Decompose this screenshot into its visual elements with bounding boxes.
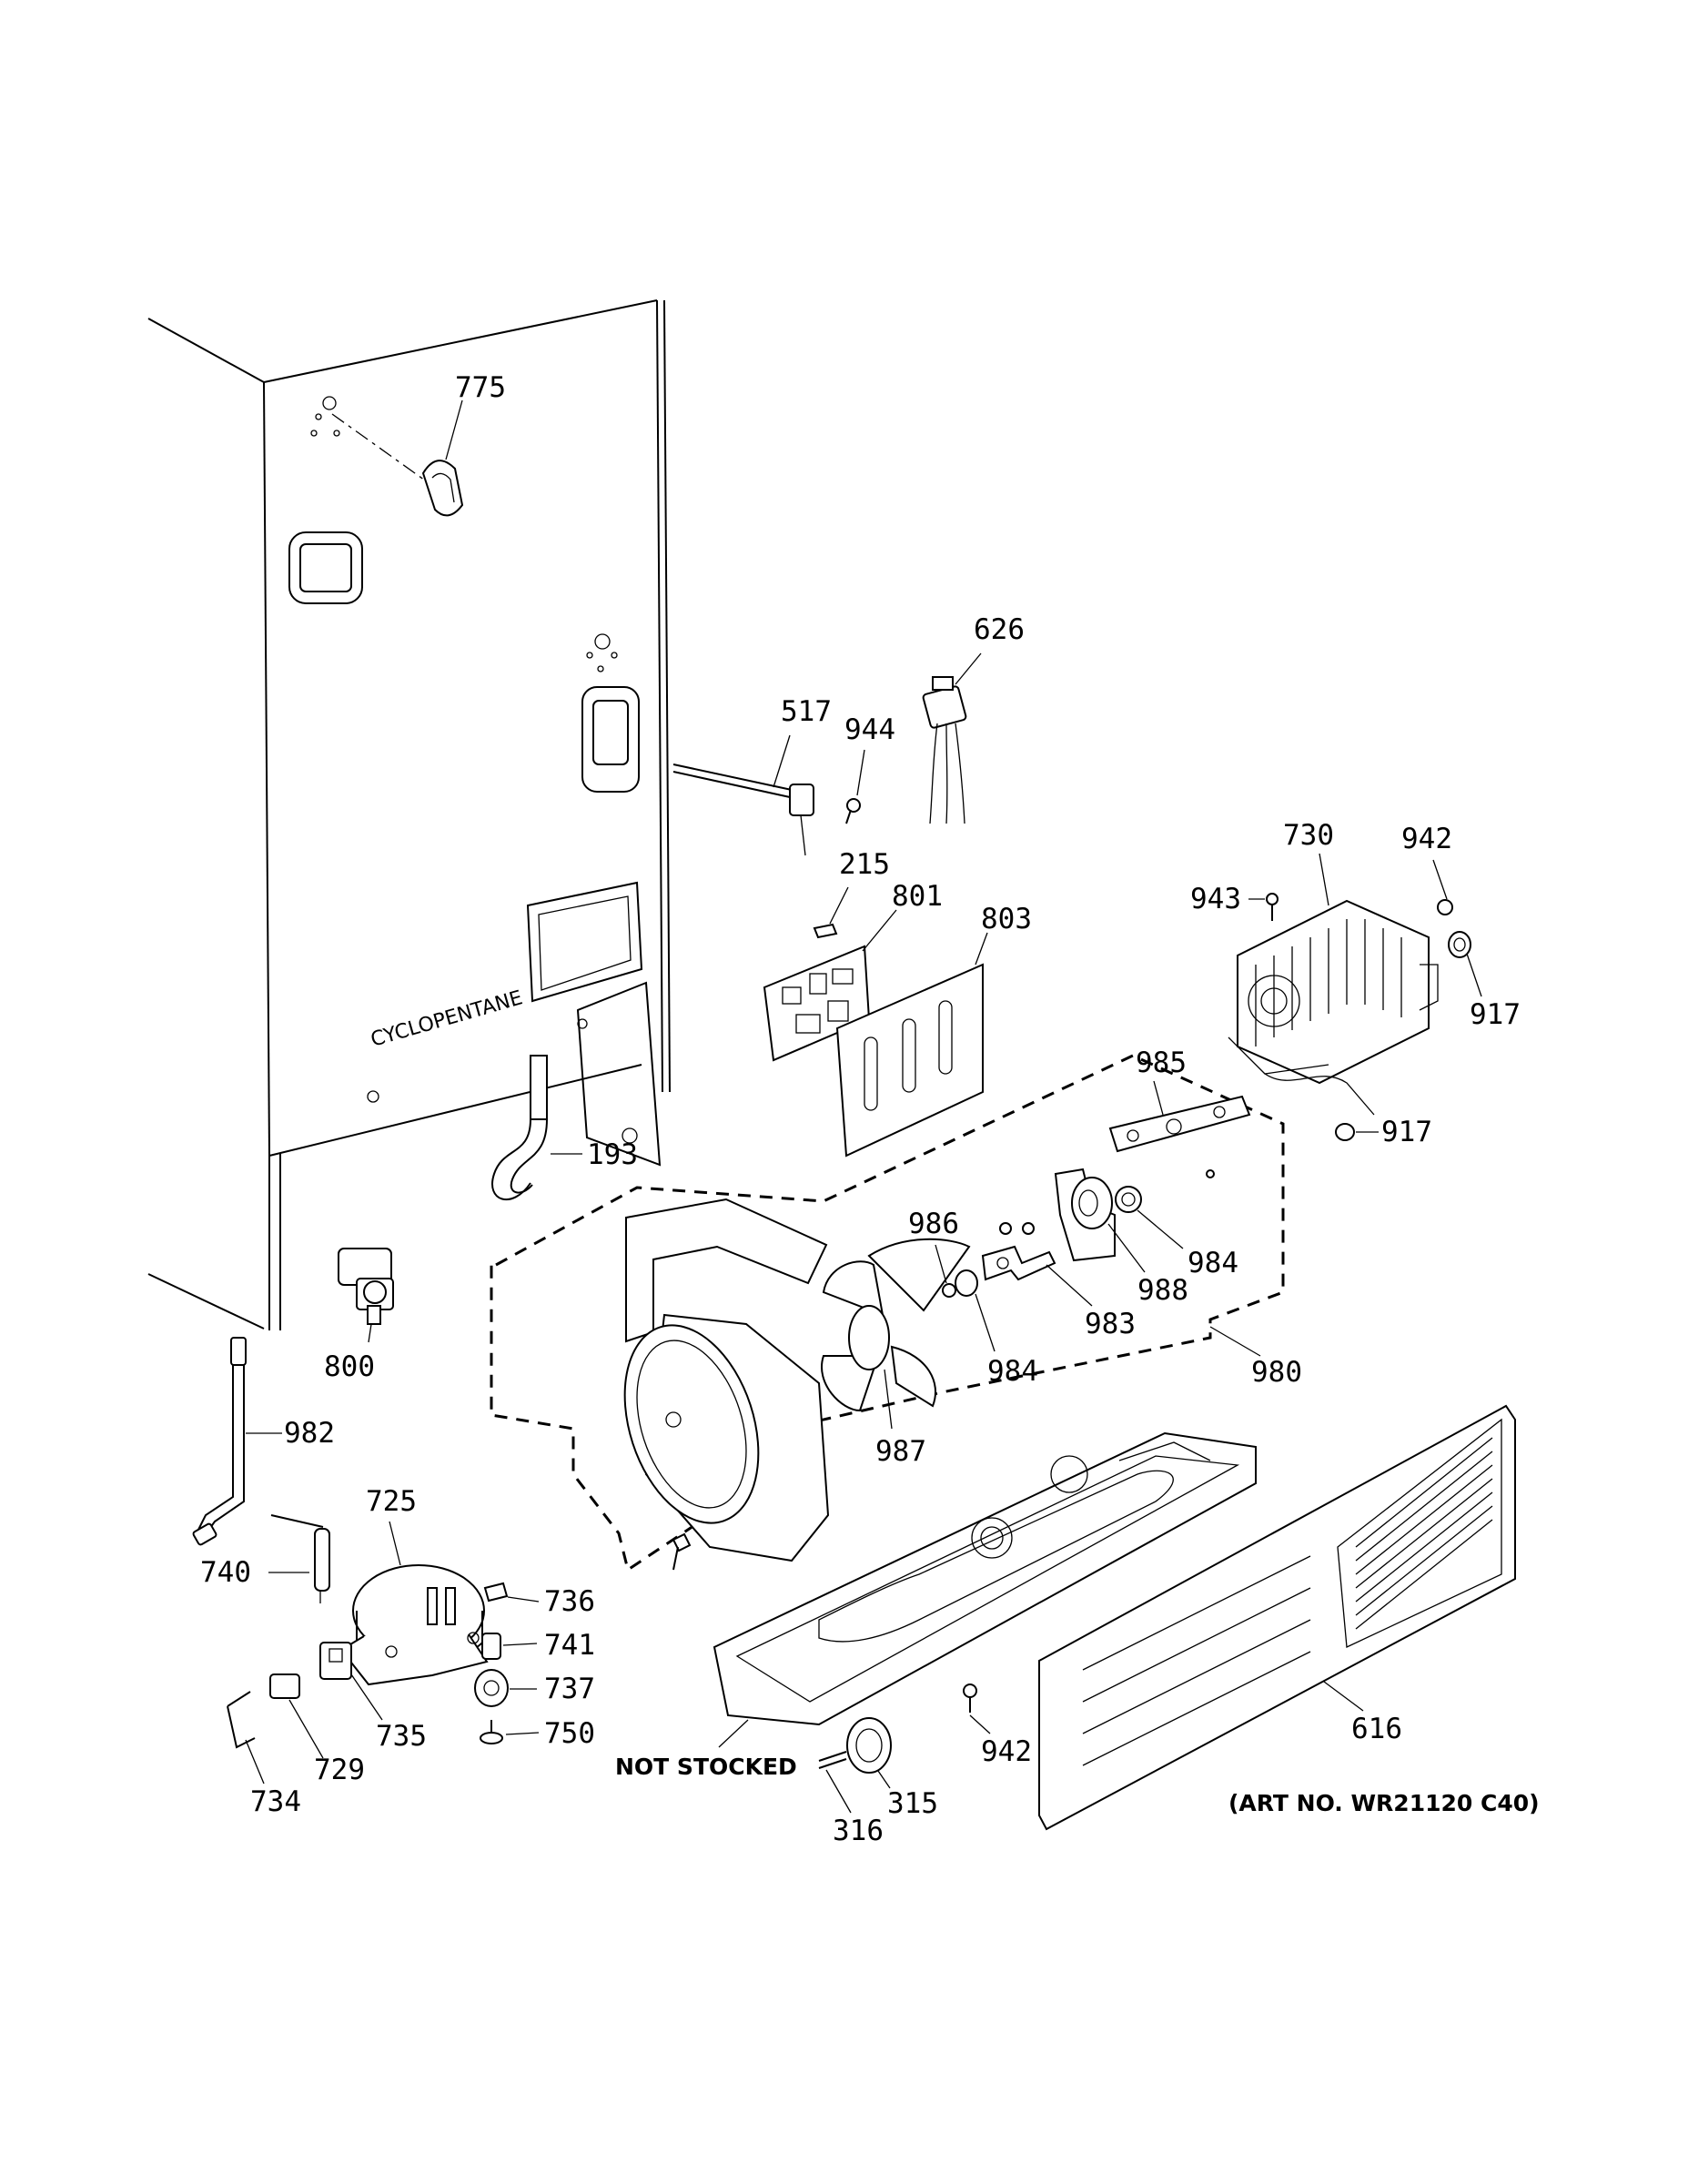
part-942-lower: 942: [963, 1684, 1032, 1768]
part-730: 730: [1228, 819, 1439, 1116]
part-985: 985: [1108, 1046, 1251, 1178]
part-734: 734: [227, 1691, 301, 1818]
part-316: 316: [818, 1751, 884, 1847]
part-741: 741: [481, 1629, 595, 1662]
base-pan: NOT STOCKED: [615, 1431, 1257, 1780]
label-984-upper: 984: [1188, 1247, 1238, 1279]
label-616: 616: [1351, 1713, 1402, 1745]
label-626: 626: [974, 613, 1025, 646]
fan-assembly-980: 980: [490, 1054, 1302, 1572]
label-803: 803: [981, 903, 1032, 935]
part-986: 986: [908, 1208, 959, 1298]
label-193: 193: [587, 1138, 638, 1171]
label-740: 740: [200, 1556, 251, 1589]
part-984-upper: 984: [1115, 1186, 1238, 1279]
part-987: 987: [821, 1238, 971, 1468]
label-730: 730: [1283, 819, 1334, 852]
label-741: 741: [544, 1629, 595, 1662]
label-943: 943: [1190, 883, 1241, 915]
part-943: 943: [1190, 883, 1279, 921]
part-729: 729: [269, 1673, 365, 1786]
label-734: 734: [250, 1785, 301, 1818]
label-917-b: 917: [1381, 1116, 1432, 1148]
part-735: 735: [319, 1642, 427, 1753]
part-982: 982: [192, 1337, 335, 1546]
art-number: (ART NO. WR21120 C40): [1228, 1790, 1540, 1816]
label-944: 944: [844, 713, 895, 746]
part-983: 983: [981, 1222, 1136, 1340]
label-315: 315: [887, 1787, 938, 1820]
part-942-top: 942: [1401, 823, 1453, 915]
part-800: 800: [324, 1248, 394, 1383]
label-517: 517: [781, 695, 832, 728]
label-737: 737: [544, 1673, 595, 1705]
part-984-lower: 984: [955, 1269, 1038, 1388]
part-215: 215: [813, 848, 890, 939]
label-917-a: 917: [1470, 998, 1521, 1031]
not-stocked-label: NOT STOCKED: [615, 1754, 797, 1780]
label-985: 985: [1136, 1046, 1187, 1079]
label-725: 725: [366, 1485, 417, 1518]
label-984-lower: 984: [987, 1355, 1038, 1388]
part-315: 315: [846, 1717, 938, 1820]
part-517: 517: [672, 695, 832, 856]
label-750: 750: [544, 1717, 595, 1750]
part-626: 626: [922, 613, 1025, 824]
label-215: 215: [839, 848, 890, 881]
part-725: 725: [339, 1485, 489, 1686]
label-986: 986: [908, 1208, 959, 1240]
label-316: 316: [833, 1815, 884, 1847]
label-987: 987: [875, 1435, 926, 1468]
label-942-top: 942: [1401, 823, 1452, 855]
part-616: 616: [1038, 1404, 1516, 1831]
cabinet-back: CYCLOPENTANE: [147, 299, 671, 1330]
part-750: 750: [480, 1717, 595, 1750]
part-775: 775: [331, 371, 506, 517]
part-944: 944: [844, 713, 895, 824]
part-803: 803: [835, 903, 1032, 1158]
label-736: 736: [544, 1585, 595, 1618]
cyclopentane-stencil: CYCLOPENTANE: [369, 986, 525, 1051]
label-982: 982: [284, 1417, 335, 1450]
label-729: 729: [314, 1754, 365, 1786]
label-775: 775: [455, 371, 506, 404]
part-740: 740: [200, 1514, 330, 1603]
part-801: 801: [763, 880, 943, 1062]
part-988: 988: [1054, 1168, 1188, 1307]
part-737: 737: [474, 1669, 595, 1707]
label-800: 800: [324, 1350, 375, 1383]
part-736: 736: [483, 1582, 595, 1618]
label-942-lower: 942: [981, 1735, 1032, 1768]
label-735: 735: [376, 1720, 427, 1753]
label-801: 801: [892, 880, 943, 913]
label-980: 980: [1251, 1356, 1302, 1389]
label-988: 988: [1137, 1274, 1188, 1307]
part-193: 193: [491, 1055, 638, 1201]
fan-shroud: [623, 1198, 830, 1571]
label-983: 983: [1085, 1308, 1136, 1340]
part-917: 917 917: [1335, 931, 1521, 1148]
